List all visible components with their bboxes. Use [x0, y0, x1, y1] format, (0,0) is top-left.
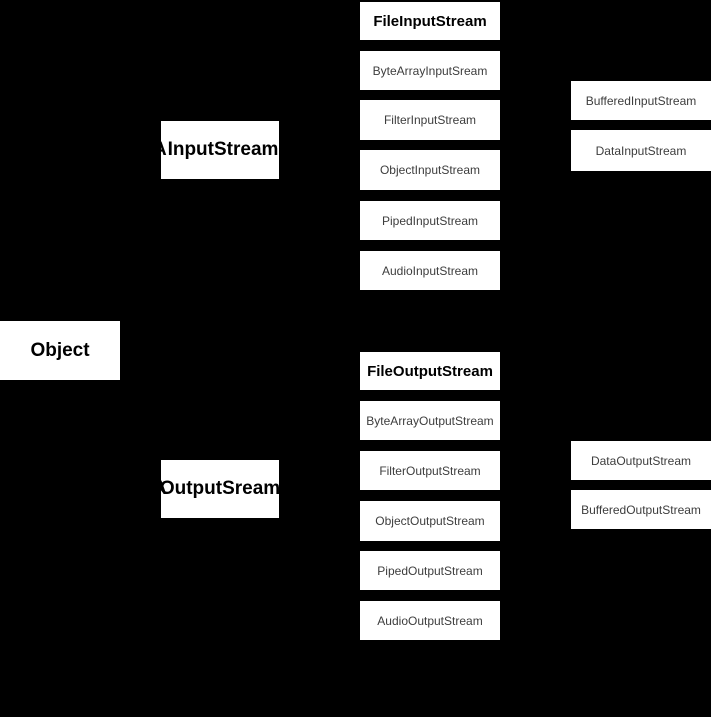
- node-audiooutputstream[interactable]: AudioOutputStream: [360, 601, 500, 640]
- node-label: AudioOutputStream: [377, 613, 483, 628]
- node-objectinputstream[interactable]: ObjectInputStream: [360, 150, 500, 190]
- node-filterinputstream[interactable]: FilterInputStream: [360, 100, 500, 140]
- node-label: FileInputStream: [373, 12, 487, 30]
- node-label: FilterInputStream: [383, 113, 477, 127]
- node-audioinputstream[interactable]: AudioInputStream: [360, 251, 500, 290]
- node-object[interactable]: Object: [0, 321, 120, 380]
- node-bytearrayinputsream[interactable]: ByteArrayInputSream: [360, 51, 500, 90]
- node-objectoutputstream[interactable]: ObjectOutputStream: [360, 501, 500, 541]
- node-label: PipedInputStream: [381, 213, 479, 228]
- node-datainputstream[interactable]: DataInputStream: [571, 130, 711, 171]
- node-bufferedinputstream[interactable]: BufferedInputStream: [571, 81, 711, 120]
- node-label: FilterOutputStream: [379, 463, 481, 478]
- node-label: ByteArrayInputSream: [372, 63, 488, 78]
- node-label: PipedOutputStream: [377, 563, 483, 578]
- node-inputstream[interactable]: A InputStream: [161, 121, 279, 179]
- node-bytearrayoutputstream[interactable]: ByteArrayOutputStream: [360, 401, 500, 440]
- node-pipedoutputstream[interactable]: PipedOutputStream: [360, 551, 500, 590]
- node-label: Object: [30, 339, 90, 361]
- node-fileoutputstream[interactable]: FileOutputStream: [360, 352, 500, 390]
- node-label: OutputSream: [161, 478, 279, 499]
- node-label: BufferedOutputStream: [581, 502, 701, 517]
- node-filteroutputstream[interactable]: FilterOutputStream: [360, 451, 500, 490]
- node-fileinputstream[interactable]: FileInputStream: [360, 2, 500, 40]
- node-dataoutputstream[interactable]: DataOutputStream: [571, 441, 711, 480]
- node-label: BufferedInputStream: [585, 93, 697, 108]
- node-bufferedoutputstream[interactable]: BufferedOutputStream: [571, 490, 711, 529]
- node-outputstream[interactable]: A OutputSream: [161, 460, 279, 518]
- node-pipedinputstream[interactable]: PipedInputStream: [360, 201, 500, 240]
- node-label: ObjectOutputStream: [375, 514, 485, 528]
- node-label: AudioInputStream: [381, 263, 479, 278]
- node-label: DataInputStream: [595, 143, 687, 158]
- node-label: DataOutputStream: [590, 453, 692, 468]
- node-label: ByteArrayOutputStream: [366, 413, 494, 428]
- node-label: InputStream: [167, 139, 279, 160]
- node-label: ObjectInputStream: [379, 163, 481, 177]
- node-label: FileOutputStream: [367, 362, 493, 380]
